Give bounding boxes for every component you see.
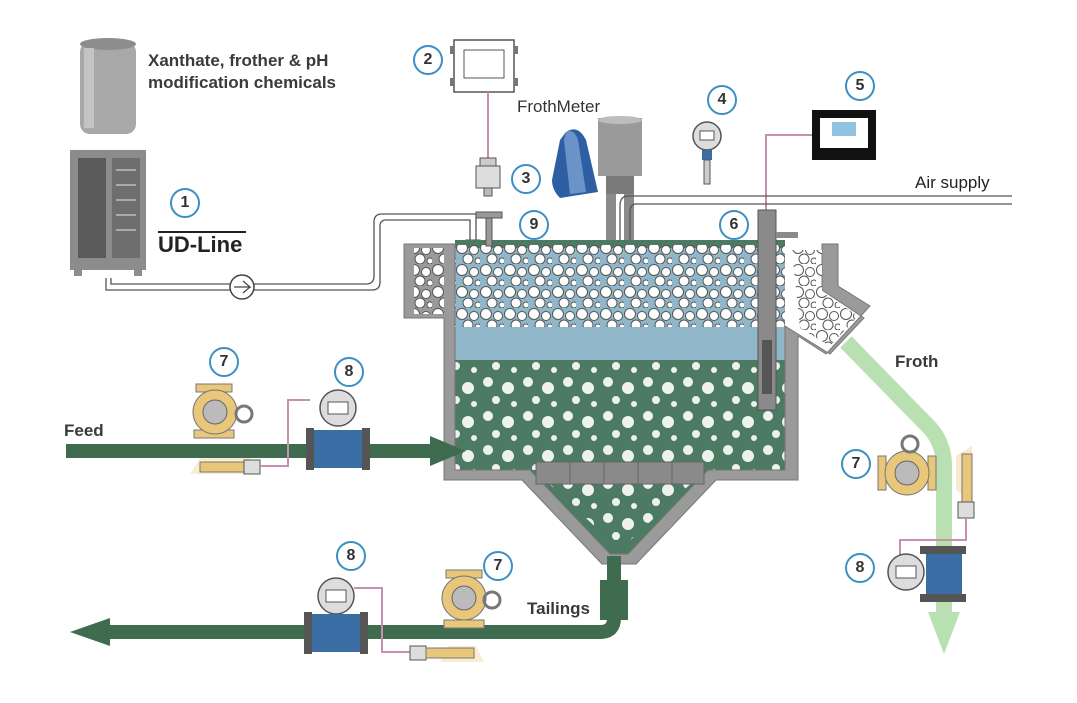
chemicals-label: Xanthate, frother & pH modification chem… (148, 51, 336, 92)
transmitter-icon (692, 121, 722, 185)
feed-pipe (66, 436, 466, 466)
tailings-label: Tailings (527, 599, 590, 618)
signal-cable (899, 518, 967, 556)
marker-7-feed: 7 (209, 347, 239, 377)
chemical-tank-icon (80, 38, 136, 134)
flowmeter-icon (306, 389, 370, 470)
froth-level-sensor-icon (475, 211, 503, 247)
slurry-pump-icon (190, 383, 261, 475)
marker-7-tailings: 7 (483, 551, 513, 581)
marker-1: 1 (170, 188, 200, 218)
marker-5: 5 (845, 71, 875, 101)
marker-7-froth: 7 (841, 449, 871, 479)
marker-8-feed: 8 (334, 357, 364, 387)
level-probe-icon (757, 209, 798, 411)
marker-4: 4 (707, 85, 737, 115)
signal-cable (260, 399, 310, 467)
ud-line-label: UD-Line (158, 231, 246, 257)
controller-icon (450, 39, 518, 93)
air-supply-pipe (619, 195, 1012, 392)
froth-label: Froth (895, 352, 939, 371)
marker-3: 3 (511, 164, 541, 194)
sensor-probe-icon (475, 157, 501, 197)
frothmeter-camera-icon (552, 129, 598, 198)
air-supply-label: Air supply (915, 173, 990, 192)
dosing-line (105, 213, 477, 291)
signal-cable (765, 134, 812, 210)
flotation-cell (403, 240, 871, 620)
marker-8-tailings: 8 (336, 541, 366, 571)
cabinet-icon (70, 150, 146, 276)
slurry-pump-icon (877, 434, 975, 519)
flowmeter-icon (887, 546, 966, 602)
analyzer-display-icon (812, 110, 876, 160)
feed-label: Feed (64, 421, 104, 440)
marker-9: 9 (519, 210, 549, 240)
slurry-pump-icon (409, 569, 502, 662)
frothmeter-label: FrothMeter (517, 97, 601, 116)
tailings-pipe (70, 556, 621, 646)
marker-6: 6 (719, 210, 749, 240)
marker-8-froth: 8 (845, 553, 875, 583)
ud-line-text: UD-Line (158, 232, 243, 257)
froth-stream (840, 336, 960, 654)
marker-2: 2 (413, 45, 443, 75)
dosing-pump-icon (229, 274, 255, 300)
flowmeter-icon (304, 577, 368, 654)
signal-cable (354, 587, 410, 653)
